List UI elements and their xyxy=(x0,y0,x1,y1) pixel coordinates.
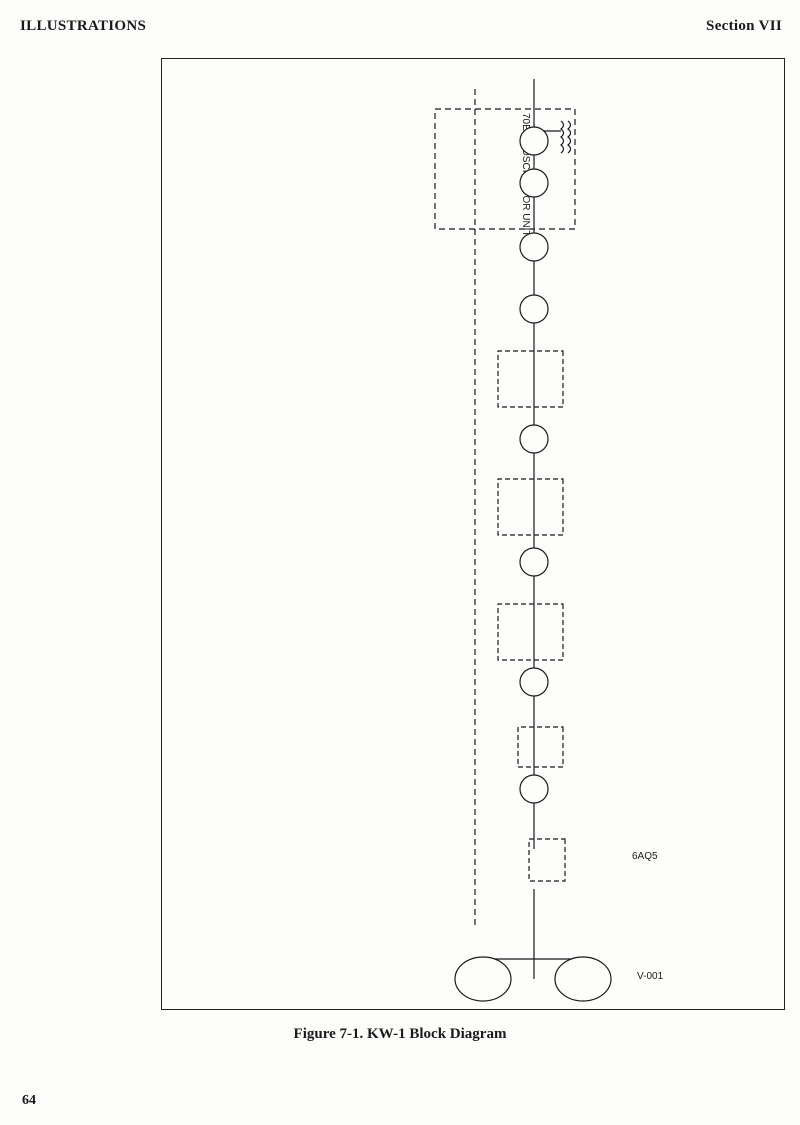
v101-tube xyxy=(554,956,612,1002)
labels-layer: V-001 6AQ5 xyxy=(632,851,664,982)
block-diagram: 70E-14 OSCILLATOR UNIT xyxy=(434,79,664,1002)
osc-coil-icon xyxy=(560,120,572,154)
header-section-title: ILLUSTRATIONS xyxy=(20,18,147,34)
freq-mult-label: 6AQ5 xyxy=(632,851,658,862)
oscillator-unit-box xyxy=(434,108,576,230)
page-number: 64 xyxy=(22,1093,36,1108)
figure-caption: Figure 7-1. KW-1 Block Diagram xyxy=(293,1026,507,1042)
header-section-number: Section VII xyxy=(706,18,782,34)
rf-tube-group xyxy=(519,126,549,804)
multiplier-coil-boxes xyxy=(497,350,566,882)
diagram-frame: 70E-14 OSCILLATOR UNIT xyxy=(161,58,785,1010)
v102-tube xyxy=(454,956,512,1002)
oscillator-label: V-001 xyxy=(637,971,664,982)
